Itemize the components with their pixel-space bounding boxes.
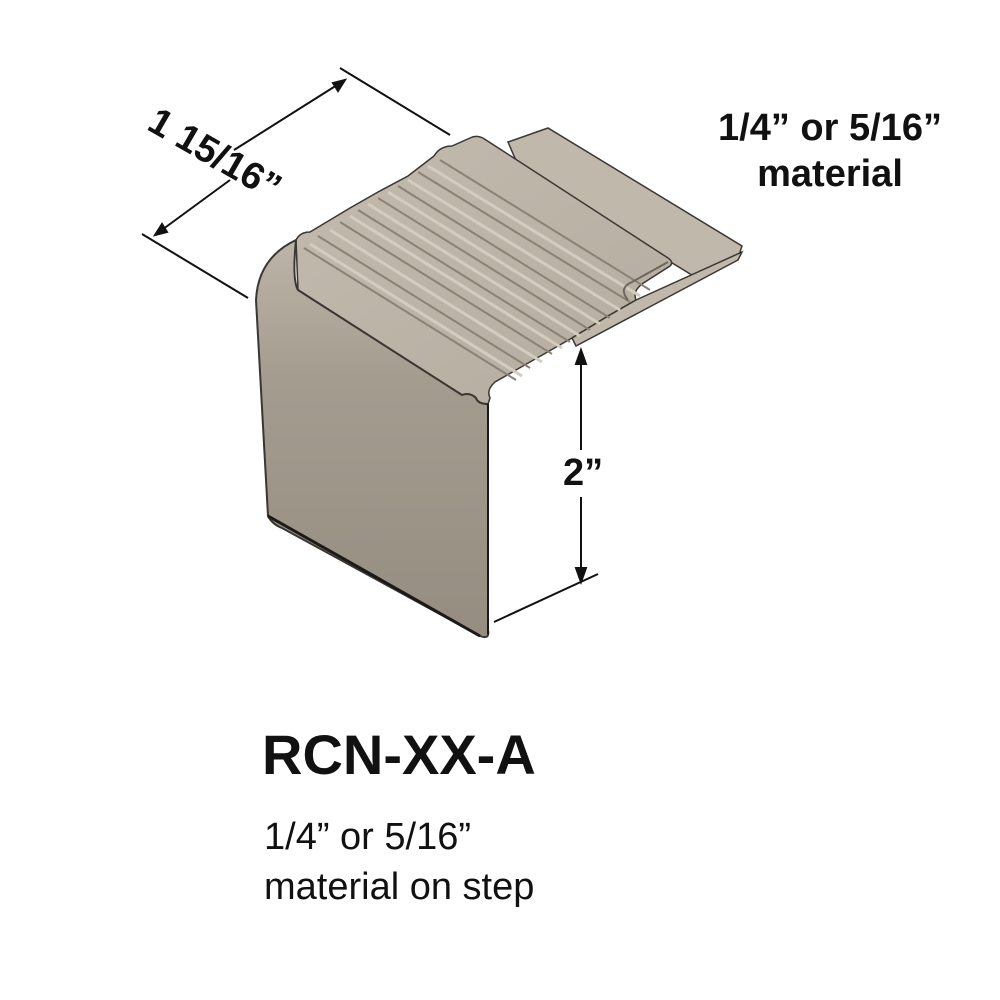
tread-grooves xyxy=(303,159,651,381)
riser-face xyxy=(254,238,490,639)
tread-surface xyxy=(295,135,744,405)
material-thickness-line1: 1/4” or 5/16” xyxy=(718,107,942,149)
product-description: 1/4” or 5/16” material on step xyxy=(264,812,534,912)
product-model-title: RCN-XX-A xyxy=(262,723,536,786)
depth-dimension xyxy=(141,67,451,299)
height-dimension-label: 2” xyxy=(563,450,604,497)
material-thickness-callout: 1/4” or 5/16” material xyxy=(660,105,1000,197)
product-description-line1: 1/4” or 5/16” xyxy=(264,816,471,858)
material-thickness-line2: material xyxy=(757,153,903,195)
product-description-line2: material on step xyxy=(264,866,535,908)
